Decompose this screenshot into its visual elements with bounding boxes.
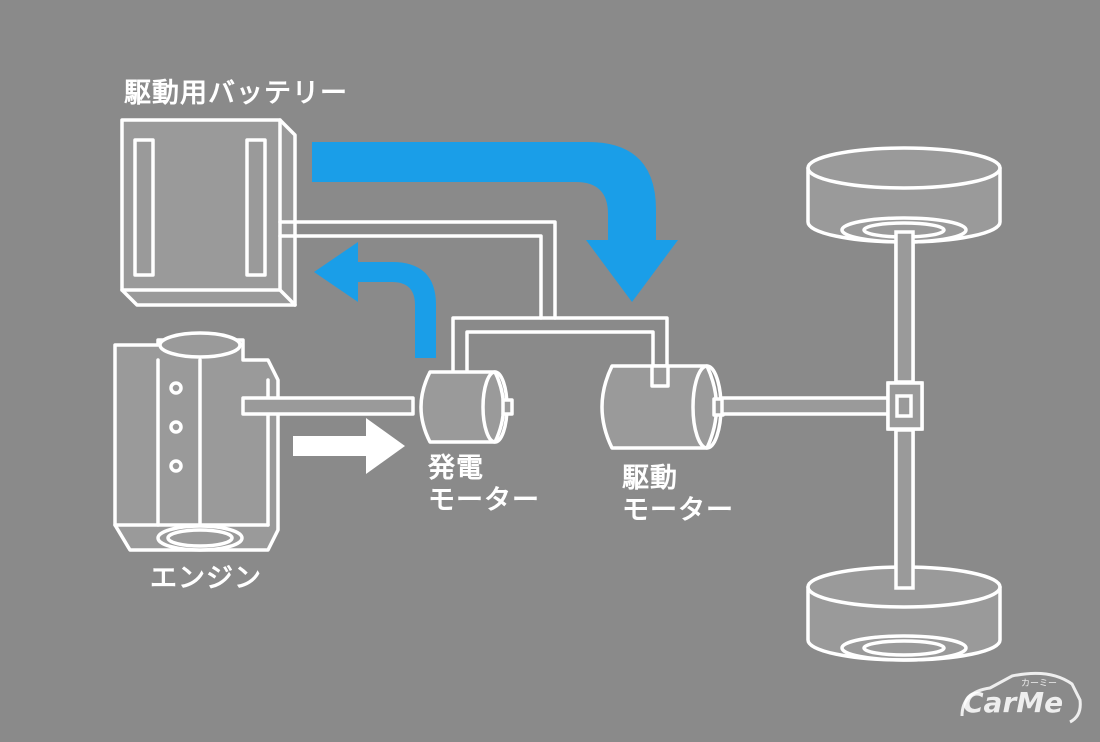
drive-motor-shape [600,364,725,450]
drive-shaft [720,396,894,416]
wheel-top [806,146,1002,244]
arrow-generator-to-battery [314,242,436,358]
label-drive-line2: モーター [622,495,734,526]
label-generator-line1: 発電 [428,453,484,484]
label-drive-motor: 駆動 モーター [622,463,734,527]
carme-logo-icon [960,671,1082,724]
label-generator-motor: 発電 モーター [428,453,540,517]
label-drive-line1: 駆動 [622,463,678,494]
carme-logo: カーミー CarMe [955,676,1085,728]
arrow-engine-to-generator [293,418,405,474]
logo-kana: カーミー [1021,679,1058,689]
label-generator-line2: モーター [428,485,540,516]
logo-text: CarMe [963,686,1064,719]
label-engine: エンジン [150,563,262,594]
battery-shape [120,118,297,307]
arrow-battery-to-drive [312,142,678,302]
generator-motor-shape [419,370,514,444]
engine-shape [113,331,280,552]
engine-generator-shaft [241,396,415,416]
label-drive-battery: 駆動用バッテリー [124,78,348,109]
wiring [278,220,669,374]
